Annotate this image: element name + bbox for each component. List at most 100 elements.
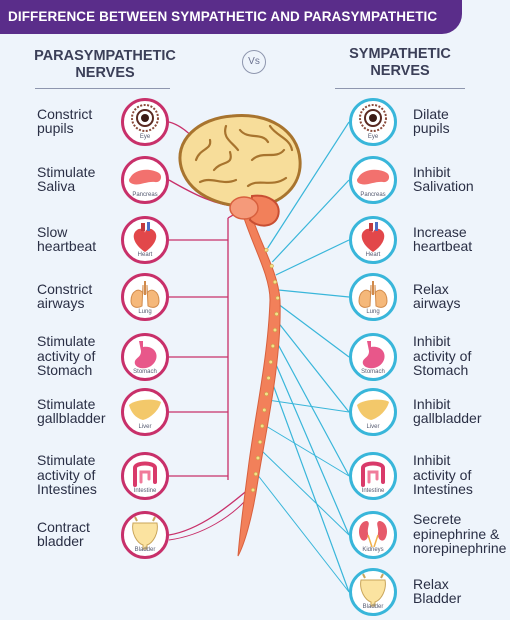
parasympathetic-header-line-1: PARASYMPATHETIC <box>34 48 176 64</box>
effect-label-line: Intestines <box>37 481 97 498</box>
sympathetic-nerve-line <box>279 304 350 358</box>
organ-name: Eye <box>139 134 151 140</box>
organ-name: Kidneys <box>362 547 384 553</box>
effect-label-line: heartbeat <box>37 238 97 254</box>
effect-label-line: Constrict <box>37 280 93 297</box>
effect-label-line: Dilate <box>413 105 449 122</box>
stomach-icon <box>134 341 157 369</box>
effect-label-line: Stomach <box>413 362 469 379</box>
effect-label-line: Intestines <box>413 481 473 498</box>
parasympathetic-nerve-line <box>168 487 251 536</box>
ganglion-dot <box>274 311 279 317</box>
effect-label-line: Inhibit <box>413 333 451 350</box>
bladder-icon <box>132 516 158 550</box>
liver-organ-badge: Liver <box>121 388 169 436</box>
parasympathetic-nerve-line <box>168 499 247 541</box>
effect-label-line: Increase <box>413 223 467 240</box>
sympathetic-header-line-1: SYMPATHETIC <box>349 46 451 62</box>
ganglion-dot <box>266 375 271 381</box>
kidneys-organ-badge: Kidneys <box>349 511 397 559</box>
organ-name: Bladder <box>134 547 156 553</box>
stomach-organ-badge: Stomach <box>349 333 397 381</box>
brain-fold <box>212 150 232 172</box>
effect-label-line: Bladder <box>413 590 462 606</box>
ganglion-dot <box>270 343 275 349</box>
ganglion-dot <box>257 439 263 445</box>
organ-name: Heart <box>365 252 381 258</box>
liver-icon <box>129 399 161 420</box>
brain-fold <box>246 176 288 188</box>
effect-label-line: Contract <box>37 518 90 535</box>
stomach-icon <box>362 341 385 369</box>
eye-icon <box>359 104 387 132</box>
bladder-icon <box>360 573 386 607</box>
ganglion-dot <box>262 407 267 413</box>
heart-organ-badge: Heart <box>121 216 169 264</box>
liver-organ-badge: Liver <box>349 388 397 436</box>
effect-label-line: Slow <box>37 223 68 240</box>
eye-organ-badge: Eye <box>121 98 169 146</box>
organ-name: Intestine <box>361 488 385 494</box>
brainstem <box>229 196 259 220</box>
effect-label-line: activity of <box>413 347 472 364</box>
stomach-organ-badge: Stomach <box>121 333 169 381</box>
organ-name: Liver <box>138 424 152 430</box>
pancreas-icon <box>129 169 162 185</box>
lung-icon <box>130 281 160 308</box>
organ-name: Heart <box>137 252 153 258</box>
heart-organ-badge: Heart <box>349 216 397 264</box>
brain-fold <box>250 148 286 162</box>
ganglion-dot <box>264 391 269 397</box>
lung-icon <box>358 281 388 308</box>
effect-label-line: Constrict <box>37 105 93 122</box>
organ-name: Lung <box>138 309 152 315</box>
organ-name: Lung <box>366 309 380 315</box>
effect-label-line: activity of <box>413 466 472 483</box>
effect-label-line: Inhibit <box>413 452 451 469</box>
parasympathetic-header-underline <box>35 88 170 89</box>
lung-organ-badge: Lung <box>121 273 169 321</box>
pancreas-organ-badge: Pancreas <box>349 156 397 204</box>
effect-label-line: Stimulate <box>37 163 96 180</box>
intestine-icon <box>133 461 157 487</box>
effect-label-line: pupils <box>37 120 74 136</box>
effect-label-line: airways <box>413 295 461 311</box>
sympathetic-nerve-line <box>271 179 350 263</box>
effect-label-line: Secrete <box>413 511 462 528</box>
sympathetic-nerve-line <box>275 239 350 276</box>
effect-label-line: norepinephrine <box>413 540 507 557</box>
ganglion-dot <box>264 247 269 253</box>
ganglion-dot <box>272 279 278 285</box>
effect-label-line: Stimulate <box>37 333 96 350</box>
sympathetic-nerve-line <box>277 321 350 413</box>
effect-label-line: activity of <box>37 347 96 364</box>
page-title: DIFFERENCE BETWEEN SYMPATHETIC AND PARAS… <box>8 9 438 24</box>
organ-name: Pancreas <box>360 192 386 198</box>
ganglion-dot <box>272 327 278 333</box>
kidney-icon <box>359 521 387 548</box>
sympathetic-nerve-line <box>260 449 350 536</box>
ganglion-dot <box>255 455 261 461</box>
ganglion-dot <box>250 487 256 493</box>
effect-label-line: bladder <box>37 533 84 549</box>
effect-label-line: activity of <box>37 466 96 483</box>
sympathetic-nerve-line <box>275 339 350 477</box>
brain-fold <box>268 124 294 152</box>
sympathetic-nerve-line <box>264 424 350 477</box>
intestine-organ-badge: Intestine <box>349 452 397 500</box>
